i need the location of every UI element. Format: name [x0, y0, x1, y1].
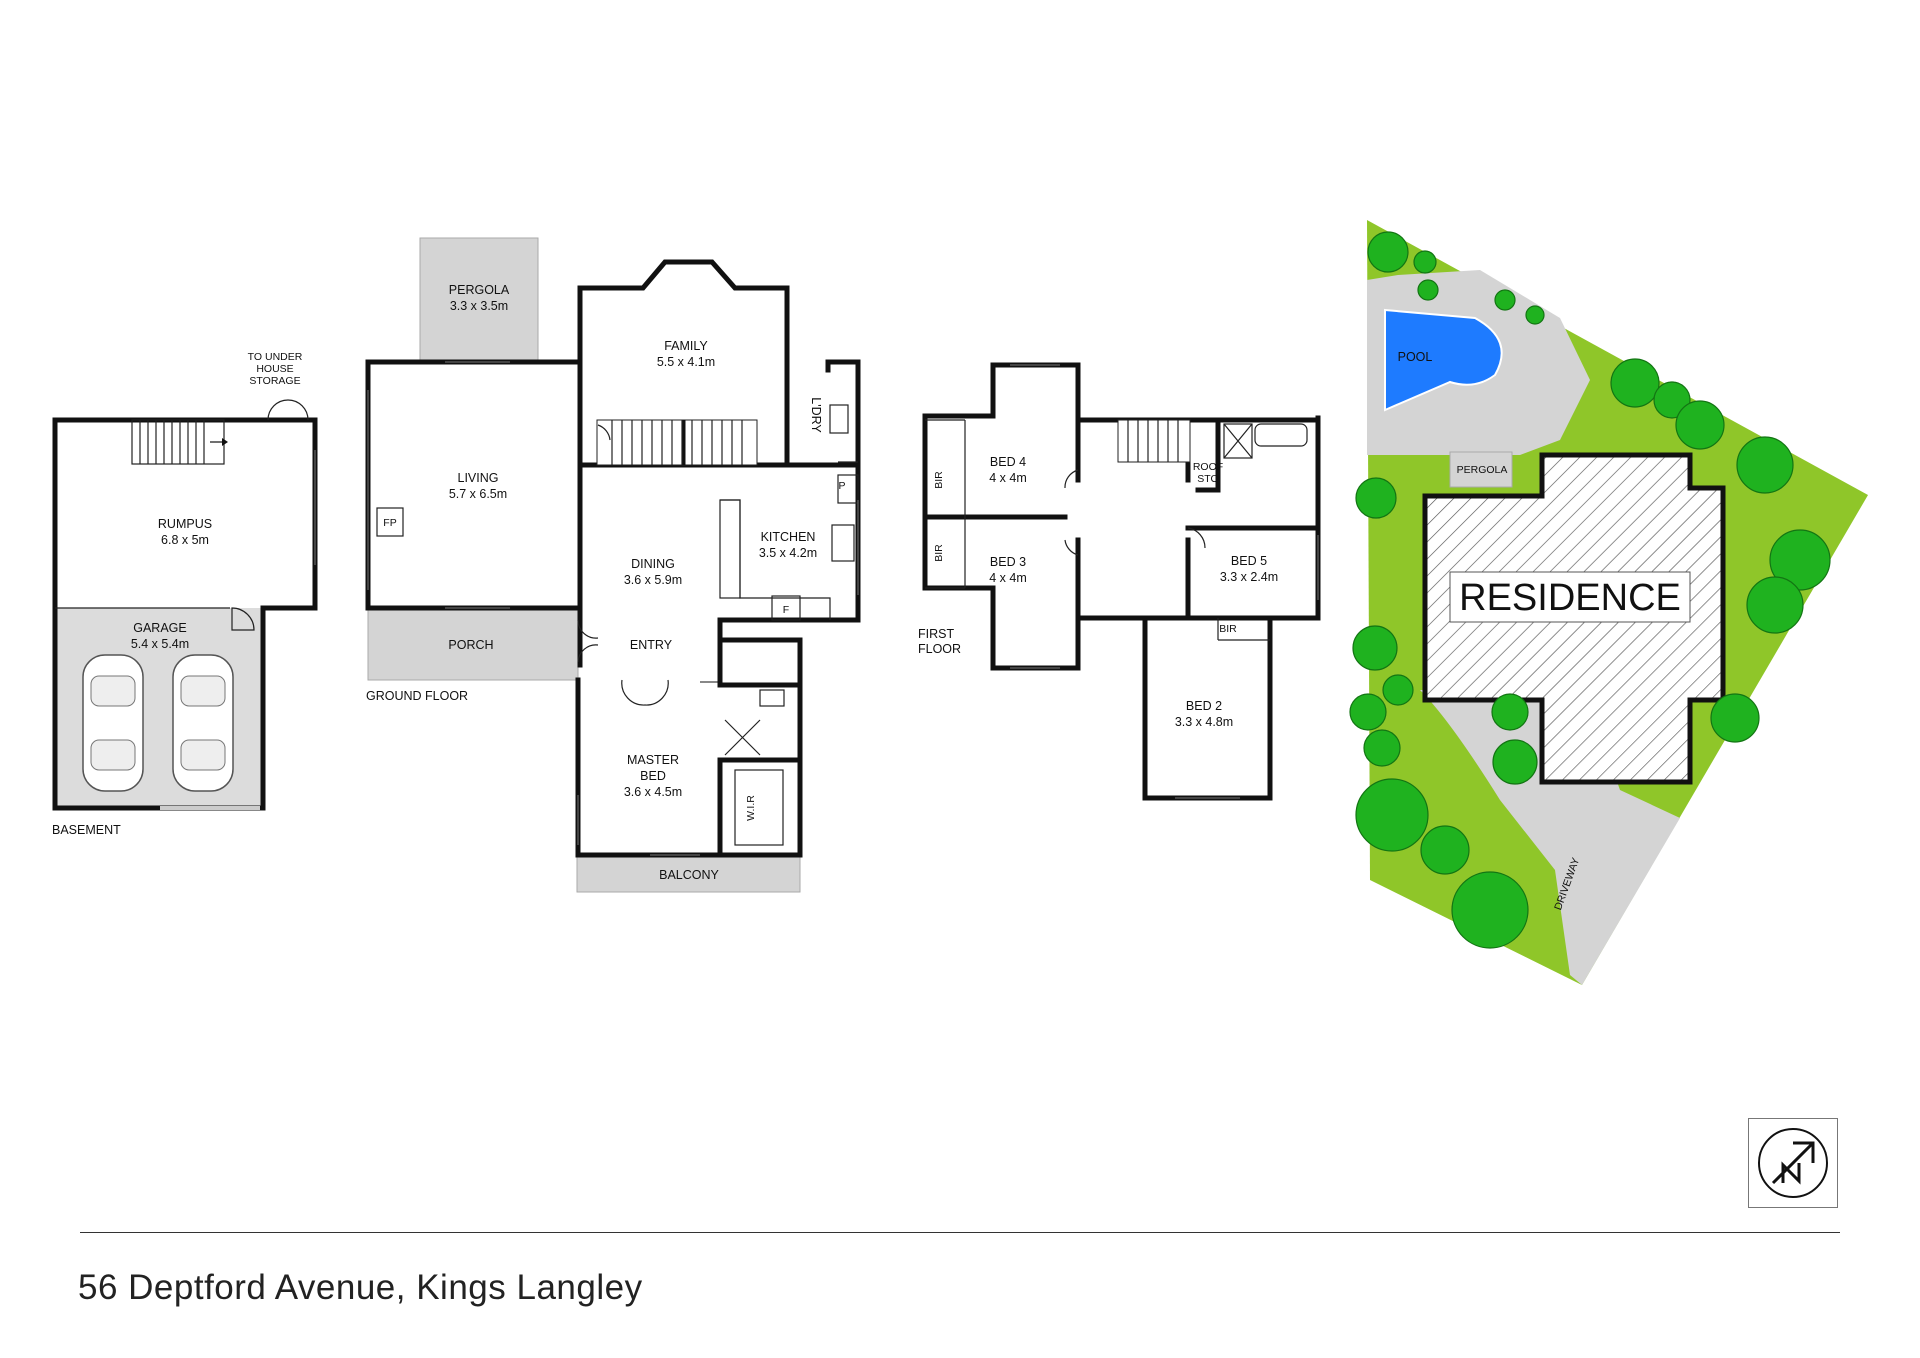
car-icon [172, 654, 234, 792]
dining-name: DINING [631, 557, 675, 571]
bed5-size: 3.3 x 2.4m [1220, 570, 1278, 584]
laundry-label: L'DRY [809, 397, 823, 433]
bed3-name: BED 3 [990, 555, 1026, 569]
dining-size: 3.6 x 5.9m [624, 573, 682, 587]
roof-sto-label-1: ROOF [1193, 461, 1223, 473]
pool [1384, 308, 1503, 412]
bed5-name: BED 5 [1231, 554, 1267, 568]
rumpus-size: 6.8 x 5m [161, 533, 209, 547]
fireplace [376, 507, 404, 537]
basement-floor-label: BASEMENT [52, 823, 121, 837]
balcony-label: BALCONY [659, 868, 719, 882]
tree-icon [1746, 576, 1804, 634]
tree-icon [1413, 250, 1437, 274]
tree-icon [1420, 825, 1470, 875]
pergola-area [419, 237, 539, 363]
master-bed-name-2: BED [640, 769, 666, 783]
tree-icon [1382, 674, 1414, 706]
tree-icon [1355, 477, 1397, 519]
tree-icon [1494, 289, 1516, 311]
porch-area [367, 609, 579, 681]
residence-label: RESIDENCE [1459, 577, 1681, 619]
family-name: FAMILY [664, 339, 708, 353]
car-icon [82, 654, 144, 792]
family-size: 5.5 x 4.1m [657, 355, 715, 369]
pergola-site-label: PERGOLA [1457, 464, 1508, 476]
bed4-name: BED 4 [990, 455, 1026, 469]
ground-floor-plan: PERGOLA 3.3 x 3.5m FAMILY 5.5 x 4.1m LIV… [365, 237, 861, 893]
pergola-size: 3.3 x 3.5m [450, 299, 508, 313]
north-arrow-icon [1748, 1118, 1838, 1208]
tree-icons [1349, 231, 1831, 949]
driveway [1420, 680, 1680, 985]
roof-sto-label-2: STO [1197, 473, 1218, 485]
pergola-name: PERGOLA [449, 283, 510, 297]
basement-stairs [131, 419, 228, 465]
tree-icon [1769, 529, 1831, 591]
rumpus-name: RUMPUS [158, 517, 212, 531]
pantry-label: P [838, 480, 845, 492]
to-under-house-storage-label-1: TO UNDER [248, 351, 303, 363]
porch-label: PORCH [448, 638, 493, 652]
entry-label: ENTRY [630, 638, 673, 652]
master-bed-size: 3.6 x 4.5m [624, 785, 682, 799]
pergola-site [1449, 451, 1513, 488]
pool-label: POOL [1398, 350, 1433, 364]
tree-icon [1352, 625, 1398, 671]
tree-icon [1355, 778, 1429, 852]
garage-name: GARAGE [133, 621, 187, 635]
tree-icon [1363, 729, 1401, 767]
first-floor-plan: BED 4 4 x 4m BED 3 4 x 4m BED 5 3.3 x 2.… [918, 362, 1321, 801]
site-plan: RESIDENCE POOL PERGOLA DRIVEWAY [1349, 220, 1868, 985]
kitchen-size: 3.5 x 4.2m [759, 546, 817, 560]
tree-icon [1610, 358, 1660, 408]
tree-icon [1417, 279, 1439, 301]
to-under-house-storage-label-3: STORAGE [249, 375, 300, 387]
bir-label-bed4: BIR [933, 471, 945, 489]
bir-label-bed2: BIR [1219, 623, 1237, 635]
fireplace-label: FP [383, 517, 396, 529]
tree-icon [1491, 693, 1529, 731]
balcony-area [576, 854, 801, 893]
bir-label-bed3: BIR [933, 544, 945, 562]
basement-plan: TO UNDER HOUSE STORAGE RUMPUS 6.8 x 5m G… [52, 351, 318, 837]
tree-icon [1736, 436, 1794, 494]
tree-icon [1367, 231, 1409, 273]
living-name: LIVING [458, 471, 499, 485]
bed4-size: 4 x 4m [989, 471, 1027, 485]
tree-icon [1451, 871, 1529, 949]
first-floor-label-2: FLOOR [918, 642, 961, 656]
kitchen-name: KITCHEN [761, 530, 816, 544]
bed2-size: 3.3 x 4.8m [1175, 715, 1233, 729]
bed3-size: 4 x 4m [989, 571, 1027, 585]
tree-icon [1525, 305, 1545, 325]
wir-label: W.I.R [745, 795, 757, 821]
living-size: 5.7 x 6.5m [449, 487, 507, 501]
bed2-name: BED 2 [1186, 699, 1222, 713]
tree-icon [1675, 400, 1725, 450]
tree-icon [1653, 381, 1691, 419]
residence-label-box [1449, 571, 1691, 623]
ground-floor-label: GROUND FLOOR [366, 689, 468, 703]
divider-line [80, 1232, 1840, 1233]
tree-icon [1492, 739, 1538, 785]
tree-icon [1710, 693, 1760, 743]
first-floor-label-1: FIRST [918, 627, 954, 641]
property-address: 56 Deptford Avenue, Kings Langley [78, 1268, 643, 1307]
fridge-label: F [783, 604, 789, 616]
master-bed-name-1: MASTER [627, 753, 679, 767]
to-under-house-storage-label-2: HOUSE [256, 363, 293, 375]
tree-icon [1349, 693, 1387, 731]
garage-size: 5.4 x 5.4m [131, 637, 189, 651]
